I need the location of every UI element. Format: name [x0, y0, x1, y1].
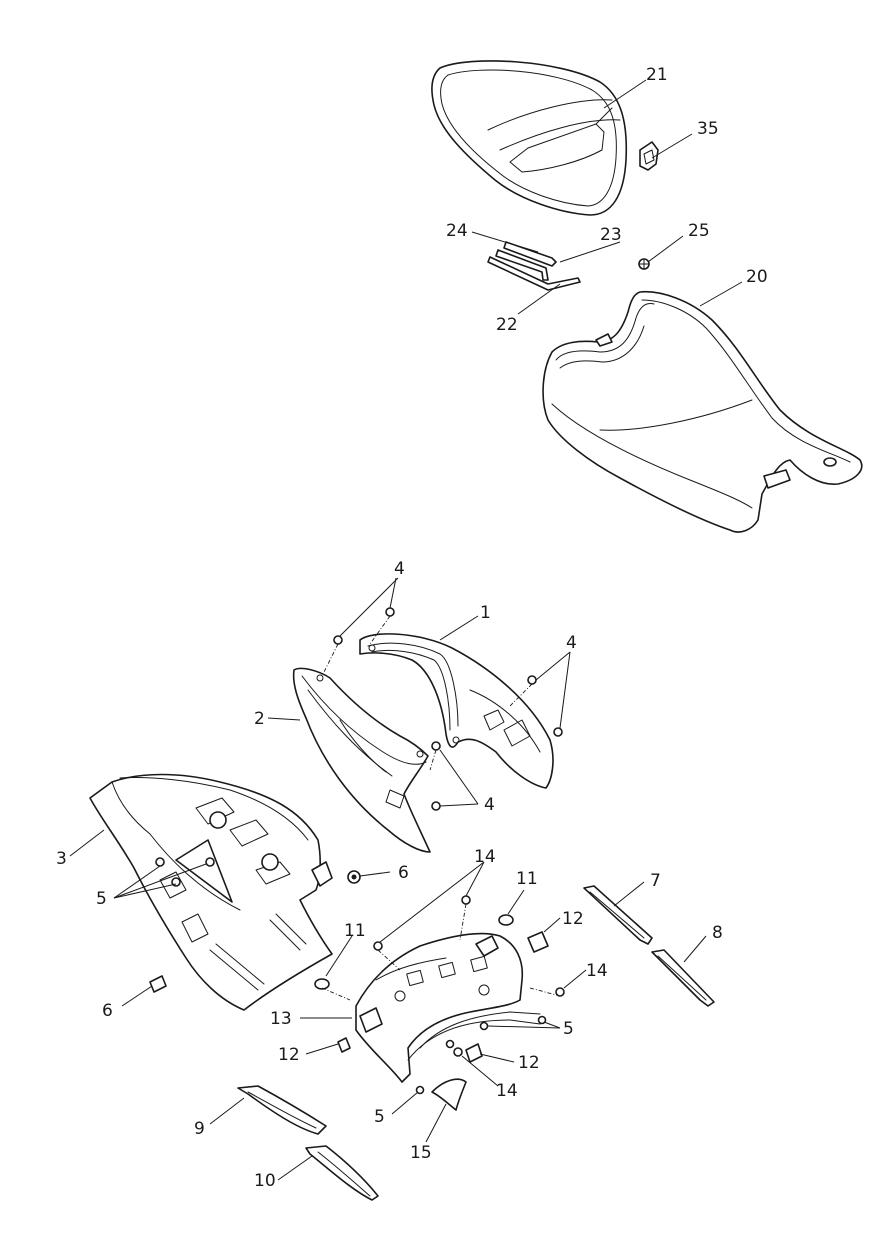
part-35-latch-clip — [639, 141, 659, 171]
callout-21: 21 — [646, 65, 668, 85]
parts-22-23-24-tools — [487, 241, 581, 291]
part-25-screw — [638, 258, 650, 270]
callout-35: 35 — [697, 119, 719, 139]
callout-14-right: 14 — [586, 961, 608, 981]
part-1-rear-upper-cowl — [359, 633, 554, 789]
callout-14-top: 14 — [474, 847, 496, 867]
callout-5-right: 5 — [563, 1019, 574, 1039]
part-10-panel — [305, 1145, 379, 1201]
part-7-trim-strip — [583, 885, 653, 945]
callout-20: 20 — [746, 267, 768, 287]
callout-3: 3 — [56, 849, 67, 869]
callout-11-right: 11 — [516, 869, 538, 889]
callout-10: 10 — [254, 1171, 276, 1191]
callout-9: 9 — [194, 1119, 205, 1139]
callout-14-bottom: 14 — [496, 1081, 518, 1101]
part-15-strap — [431, 1078, 467, 1111]
callout-22: 22 — [496, 315, 518, 335]
callout-11-left: 11 — [344, 921, 366, 941]
callout-7: 7 — [650, 871, 661, 891]
part-13-rear-subframe-bracket — [355, 932, 541, 1083]
part-2-left-side-panel — [292, 667, 431, 853]
callout-12-left: 12 — [278, 1045, 300, 1065]
callout-5-bottom: 5 — [374, 1107, 385, 1127]
callout-4-top: 4 — [394, 559, 405, 579]
callout-2: 2 — [254, 709, 265, 729]
part-3-rear-body-panel — [89, 773, 333, 1011]
callout-23: 23 — [600, 225, 622, 245]
callout-13: 13 — [270, 1009, 292, 1029]
part-8-trim-strip — [651, 949, 715, 1007]
callout-24: 24 — [446, 221, 468, 241]
callout-1: 1 — [480, 603, 491, 623]
callout-6-right: 6 — [398, 863, 409, 883]
callout-8: 8 — [712, 923, 723, 943]
fasteners — [149, 607, 565, 1095]
callout-15: 15 — [410, 1143, 432, 1163]
part-20-rider-seat — [542, 290, 863, 533]
callout-12-top: 12 — [562, 909, 584, 929]
callout-6-left: 6 — [102, 1001, 113, 1021]
callout-4-right: 4 — [566, 633, 577, 653]
leader-lines — [69, 79, 743, 1181]
callout-25: 25 — [688, 221, 710, 241]
part-9-panel — [237, 1085, 327, 1135]
callout-5-left: 5 — [96, 889, 107, 909]
callout-labels: 21 35 24 23 25 20 22 4 1 4 2 4 3 14 6 5 … — [56, 65, 768, 1191]
callout-4-mid: 4 — [484, 795, 495, 815]
callout-12-bottom: 12 — [518, 1053, 540, 1073]
part-21-passenger-seat — [431, 60, 628, 216]
alignment-lines — [321, 615, 561, 1001]
